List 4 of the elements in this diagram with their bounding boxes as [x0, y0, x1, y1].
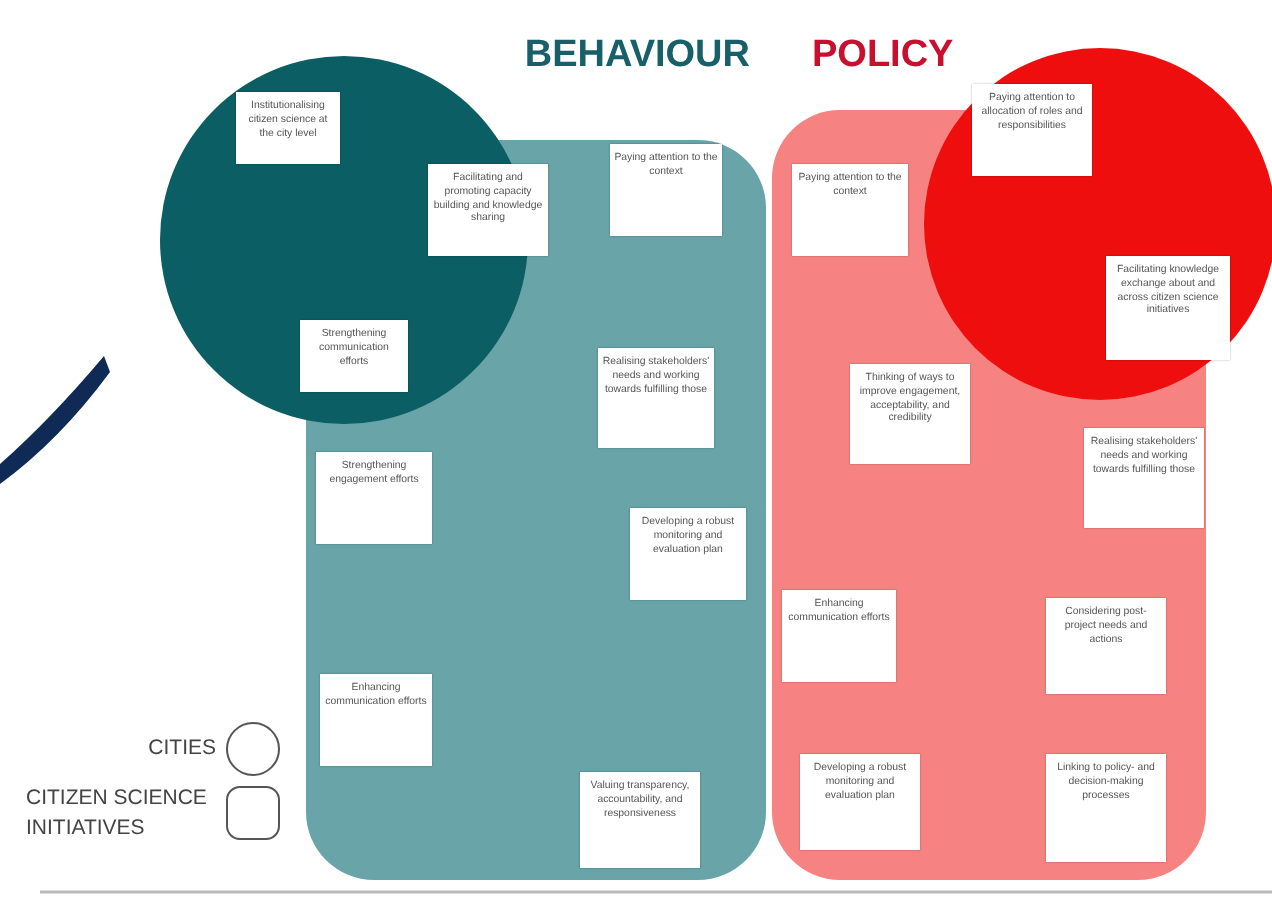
legend-label: CITIZEN SCIENCE INITIATIVES	[26, 784, 209, 843]
panel-heading: BEHAVIOUR	[524, 34, 750, 78]
legend-label: CITIES	[146, 734, 216, 764]
panel-heading: POLICY	[812, 34, 954, 78]
